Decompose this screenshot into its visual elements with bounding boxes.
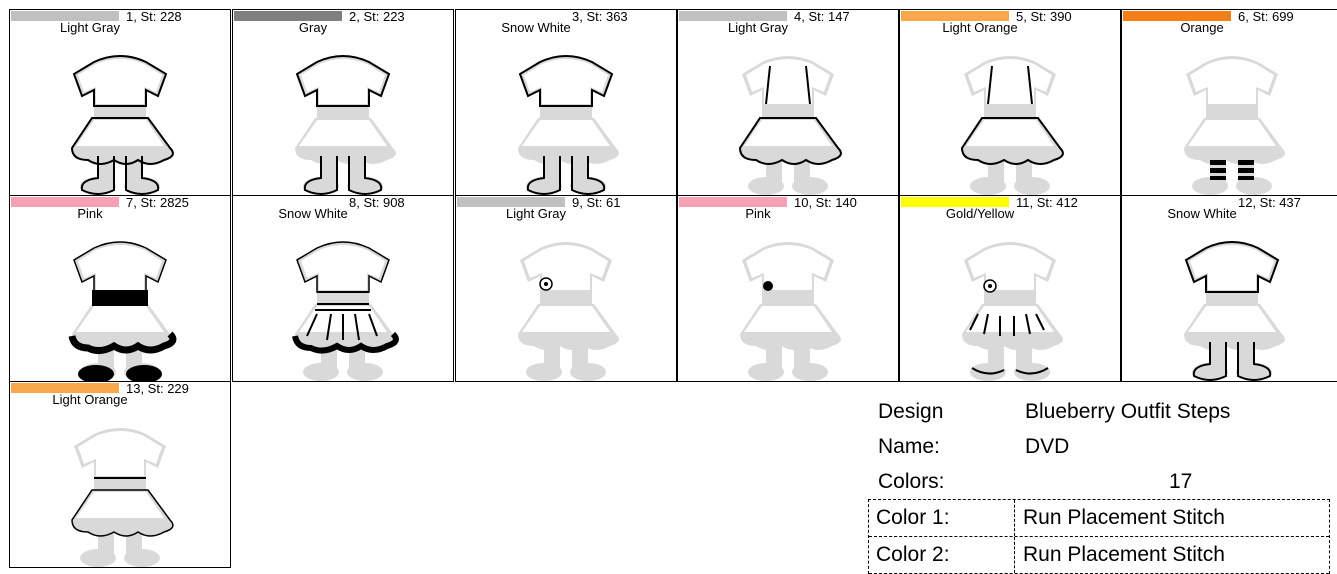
outfit-figure-svg [277, 230, 409, 382]
step-cell: 5, St: 390 Light Orange [899, 9, 1121, 196]
outfit-figure-icon [722, 44, 854, 196]
name-value: DVD [1025, 429, 1069, 464]
color-description: Run Placement Stitch [1017, 500, 1225, 536]
step-color-name: Light Gray [678, 21, 838, 34]
outfit-figure-svg [54, 230, 186, 382]
outfit-figure-icon [500, 44, 632, 196]
step-color-name: Gray [233, 21, 393, 34]
outfit-figure-icon [54, 230, 186, 382]
outfit-figure-icon [1166, 230, 1298, 382]
step-cell: 13, St: 229 Light Orange [9, 381, 231, 568]
outfit-figure-svg [277, 44, 409, 196]
step-cell: 3, St: 363 Snow White [455, 9, 677, 196]
step-color-name: Gold/Yellow [900, 207, 1060, 220]
outfit-figure-svg [54, 416, 186, 568]
design-row: Design Blueberry Outfit Steps [868, 394, 1328, 429]
outfit-figure-svg [1166, 230, 1298, 382]
step-color-name: Pink [678, 207, 838, 220]
outfit-figure-icon [277, 44, 409, 196]
step-color-name: Light Gray [456, 207, 616, 220]
color-description: Run Placement Stitch [1017, 537, 1225, 573]
outfit-figure-icon [54, 416, 186, 568]
step-cell: 9, St: 61 Light Gray [455, 195, 677, 382]
colors-label: Colors: [878, 464, 945, 499]
outfit-figure-svg [722, 44, 854, 196]
outfit-figure-svg [944, 230, 1076, 382]
step-color-name: Snow White [456, 21, 616, 34]
design-value: Blueberry Outfit Steps [1025, 394, 1230, 429]
step-color-name: Snow White [233, 207, 393, 220]
step-cell: 4, St: 147 Light Gray [677, 9, 899, 196]
outfit-figure-icon [54, 44, 186, 196]
outfit-figure-svg [944, 44, 1076, 196]
outfit-figure-icon [277, 230, 409, 382]
colors-row: Colors: 17 [868, 464, 1328, 499]
step-color-name: Light Orange [900, 21, 1060, 34]
design-label: Design [878, 394, 943, 429]
outfit-figure-svg [54, 44, 186, 196]
step-color-name: Light Gray [10, 21, 170, 34]
outfit-figure-icon [1166, 44, 1298, 196]
color-number-label: Color 1: [869, 500, 1015, 536]
outfit-figure-icon [944, 44, 1076, 196]
color-table: Color 1: Run Placement Stitch Color 2: R… [868, 499, 1330, 574]
step-cell: 2, St: 223 Gray [232, 9, 454, 196]
step-color-name: Snow White [1122, 207, 1282, 220]
outfit-figure-icon [722, 230, 854, 382]
step-color-name: Pink [10, 207, 170, 220]
colors-value: 17 [1169, 464, 1192, 499]
step-cell: 11, St: 412 Gold/Yellow [899, 195, 1121, 382]
step-cell: 10, St: 140 Pink [677, 195, 899, 382]
color-table-row: Color 2: Run Placement Stitch [869, 537, 1329, 574]
step-cell: 8, St: 908 Snow White [232, 195, 454, 382]
design-info: Design Blueberry Outfit Steps Name: DVD … [868, 394, 1328, 499]
outfit-figure-icon [944, 230, 1076, 382]
step-cell: 7, St: 2825 Pink [9, 195, 231, 382]
step-color-name: Light Orange [10, 393, 170, 406]
step-color-name: Orange [1122, 21, 1282, 34]
outfit-figure-svg [722, 230, 854, 382]
outfit-figure-svg [500, 230, 632, 382]
step-cell: 6, St: 699 Orange [1121, 9, 1337, 196]
name-row: Name: DVD [868, 429, 1328, 464]
step-cell: 1, St: 228 Light Gray [9, 9, 231, 196]
outfit-figure-icon [500, 230, 632, 382]
color-number-label: Color 2: [869, 537, 1015, 573]
color-table-row: Color 1: Run Placement Stitch [869, 500, 1329, 537]
outfit-figure-svg [500, 44, 632, 196]
outfit-figure-svg [1166, 44, 1298, 196]
name-label: Name: [878, 429, 940, 464]
step-cell: 12, St: 437 Snow White [1121, 195, 1337, 382]
